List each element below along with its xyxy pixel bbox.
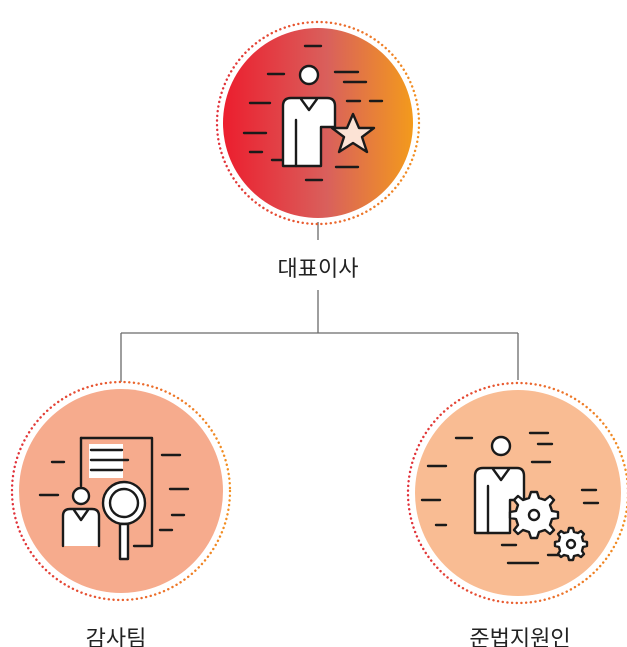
top-node [215,20,421,226]
manager-star-icon [242,44,384,182]
audit-magnifier-icon [38,436,190,561]
top-node-label: 대표이사 [278,257,359,282]
right-node-dotted-ring [406,381,627,605]
compliance-gear-icon [420,431,600,565]
left-node [10,380,232,602]
right-node-label: 준법지원인 [469,627,570,647]
right-node [406,381,627,605]
connector-lines [120,222,519,382]
top-node-dotted-ring [215,20,421,226]
left-node-label: 감사팀 [86,627,147,647]
left-node-dotted-ring [10,380,232,602]
